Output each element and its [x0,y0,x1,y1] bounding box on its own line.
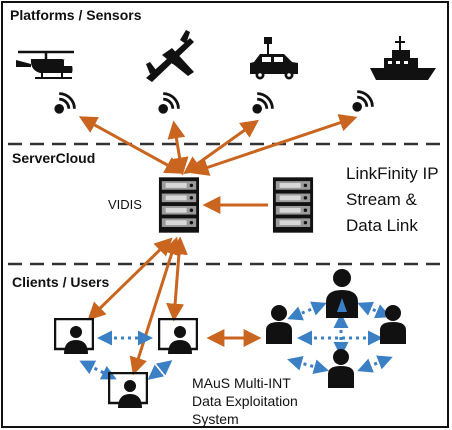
user-person-icon [326,269,358,318]
sensor-link-arrows [78,114,358,176]
link-label-line-3: Data Link [346,216,418,235]
platforms-section-title: Platforms / Sensors [10,7,142,23]
ground-vehicle-icon [250,37,298,80]
maus-label-line-2: Data Exploitation [192,393,298,409]
maus-label-line-1: MAuS Multi-INT [192,375,291,391]
ship-icon [370,36,436,80]
server-section-title: ServerCloud [12,150,96,166]
user-peer-links [287,301,393,375]
vidis-label: VIDIS [108,197,142,212]
clients-section-title: Clients / Users [12,274,110,290]
helicopter-icon [16,50,74,79]
maus-label-line-3: System [192,411,239,427]
fixed-wing-aircraft-icon [146,30,194,82]
link-label-line-1: LinkFinity IP [346,164,439,183]
client-link-arrows [87,236,188,376]
link-label-line-2: Stream & [346,190,417,209]
